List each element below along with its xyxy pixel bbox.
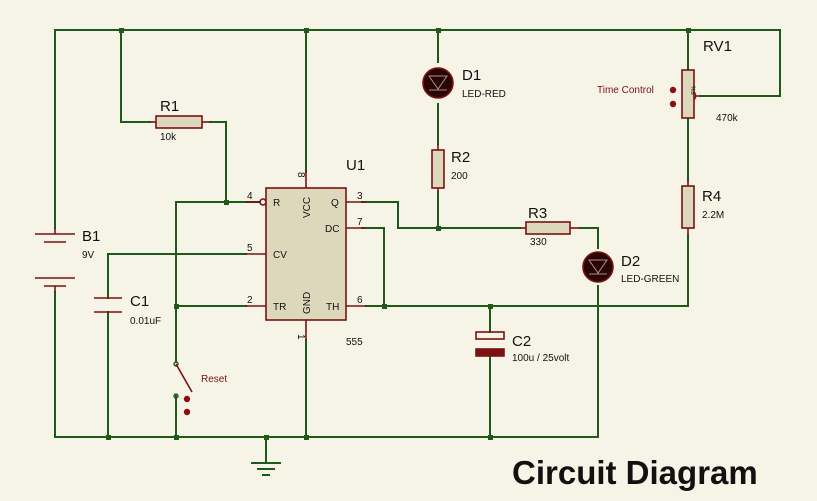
reset-label: Reset <box>201 374 227 385</box>
rv1-wiper <box>693 91 700 101</box>
u1-body <box>265 187 347 321</box>
rv1-knob-dot[interactable] <box>669 86 677 94</box>
c2-ref: C2 <box>512 333 531 350</box>
junction-dot <box>382 304 387 309</box>
d2-led-body <box>582 251 614 283</box>
u1-label-tr: TR <box>273 302 286 313</box>
junction-dot <box>488 435 493 440</box>
reset-contact <box>173 361 179 367</box>
d2-triangle <box>588 259 608 274</box>
reset-lever <box>175 363 193 393</box>
wire-top-rail <box>54 29 781 97</box>
d2-ref: D2 <box>621 253 640 270</box>
u1-pinnum-th: 6 <box>357 295 363 306</box>
rv1-body <box>681 69 695 119</box>
d1-value: LED-RED <box>462 89 506 100</box>
junction-dot <box>224 200 229 205</box>
diagram-title: Circuit Diagram <box>512 454 758 491</box>
junction-dot <box>119 28 124 33</box>
r1-body <box>155 115 203 129</box>
junction-dot <box>488 304 493 309</box>
junction-dot <box>304 28 309 33</box>
reset-button-dot[interactable] <box>183 395 191 403</box>
u1-pinnum-gnd: 1 <box>295 334 306 340</box>
r1-resistor[interactable]: R1 10k <box>150 98 210 143</box>
r1-ref: R1 <box>160 98 179 115</box>
wire-r3-d2 <box>579 227 599 249</box>
u1-ref: U1 <box>346 157 365 174</box>
ground-symbol <box>251 462 281 476</box>
c1-ref: C1 <box>130 293 149 310</box>
wire-r1-to-reset <box>209 121 261 203</box>
r4-value: 2.2M <box>702 210 724 221</box>
u1-pinnum-vcc: 8 <box>295 172 306 178</box>
r3-resistor[interactable]: R3 330 <box>520 205 580 248</box>
d1-led-red[interactable]: D1 LED-RED <box>422 67 506 100</box>
r3-body <box>525 221 571 235</box>
junction-dot <box>264 435 269 440</box>
wire-dc-loop <box>361 227 385 307</box>
u1-pinnum-tr: 2 <box>247 295 253 306</box>
u1-label-gnd: GND <box>302 292 313 314</box>
r4-resistor[interactable]: R4 2.2M <box>681 180 724 236</box>
junction-dot <box>174 435 179 440</box>
u1-label-cv: CV <box>273 250 287 261</box>
d2-value: LED-GREEN <box>621 274 679 285</box>
junction-dot <box>686 28 691 33</box>
d1-led-body <box>422 67 454 99</box>
junction-dot <box>304 435 309 440</box>
d2-led-green[interactable]: D2 LED-GREEN <box>582 251 679 285</box>
r3-ref: R3 <box>528 205 547 222</box>
wires <box>54 29 781 463</box>
junction-dot <box>436 28 441 33</box>
u1-pinnum-q: 3 <box>357 191 363 202</box>
rv1-label: Time Control <box>597 85 654 96</box>
r3-value: 330 <box>530 237 547 248</box>
reset-switch[interactable]: Reset <box>173 361 227 416</box>
r2-resistor[interactable]: R2 200 <box>431 144 470 192</box>
r1-value: 10k <box>160 132 177 143</box>
c2-capacitor[interactable]: C2 100u / 25volt <box>475 331 569 364</box>
rv1-body-text: %8 <box>689 86 695 95</box>
d1-ref: D1 <box>462 67 481 84</box>
rv1-value: 470k <box>716 113 739 124</box>
u1-label-vcc: VCC <box>302 197 313 218</box>
rv1-knob-dot[interactable] <box>669 100 677 108</box>
r2-value: 200 <box>451 171 468 182</box>
junction-dots <box>106 28 691 440</box>
wire-r4-bottom <box>365 235 689 307</box>
u1-label-th: TH <box>326 302 339 313</box>
b1-ref: B1 <box>82 228 100 245</box>
u1-timer-ic[interactable]: R CV TR Q DC TH VCC GND 4 5 2 3 7 6 8 1 … <box>246 157 366 348</box>
wire-q-output <box>361 201 521 229</box>
r2-ref: R2 <box>451 149 470 166</box>
wire-r1-branch <box>120 29 151 123</box>
rv1-ref: RV1 <box>703 38 732 55</box>
junction-dot <box>106 435 111 440</box>
reset-button-dot[interactable] <box>183 408 191 416</box>
r2-body <box>431 149 445 189</box>
c1-capacitor[interactable]: C1 0.01uF <box>94 293 161 327</box>
junction-dot <box>174 304 179 309</box>
c1-value: 0.01uF <box>130 316 161 327</box>
c2-plate-positive <box>475 331 505 340</box>
u1-value: 555 <box>346 337 363 348</box>
u1-pinnum-dc: 7 <box>357 217 363 228</box>
u1-label-r: R <box>273 198 280 209</box>
u1-pinnum-r: 4 <box>247 191 253 202</box>
r4-body <box>681 185 695 229</box>
b1-battery[interactable]: B1 9V <box>35 228 100 292</box>
u1-label-q: Q <box>331 198 339 209</box>
c2-plate-negative <box>475 348 505 357</box>
u1-label-dc: DC <box>325 224 339 235</box>
r4-ref: R4 <box>702 188 721 205</box>
c2-value: 100u / 25volt <box>512 353 569 364</box>
rv1-potentiometer[interactable]: %8 RV1 470k Time Control <box>597 38 739 124</box>
u1-pinnum-cv: 5 <box>247 243 253 254</box>
junction-dot <box>436 226 441 231</box>
d1-triangle <box>428 75 448 90</box>
b1-value: 9V <box>82 250 95 261</box>
